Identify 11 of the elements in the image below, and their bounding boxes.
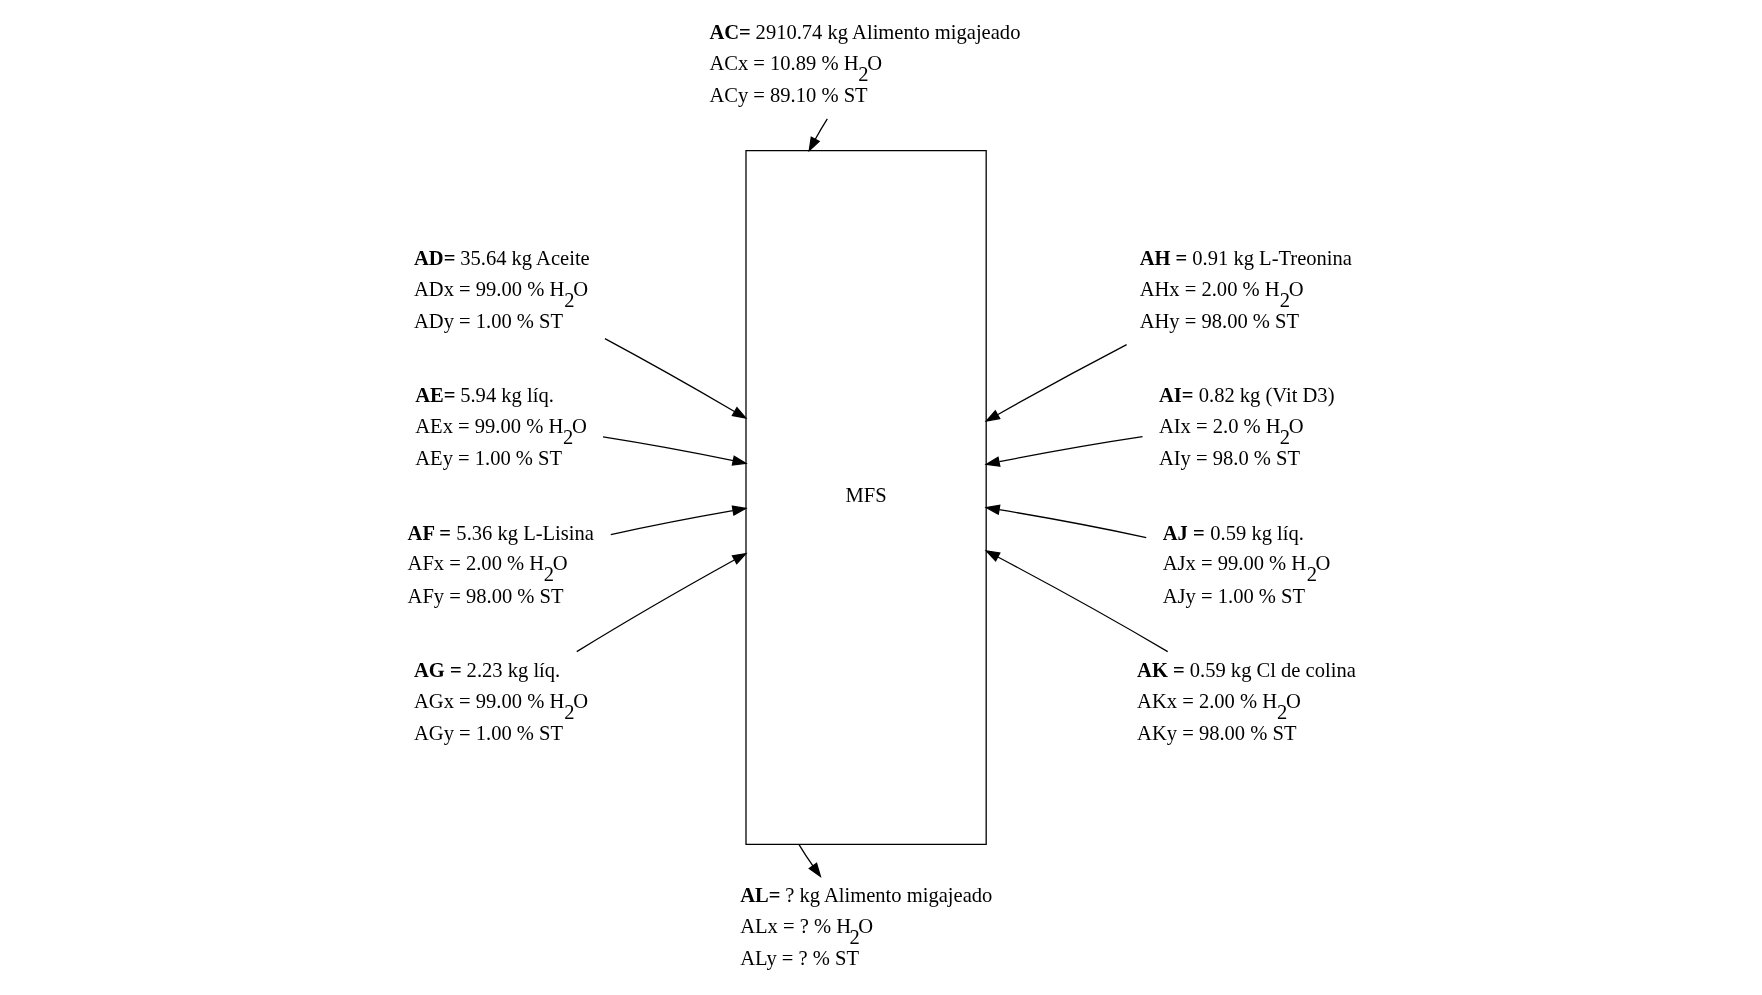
node-box: MFS — [744, 150, 987, 845]
arrow — [609, 505, 748, 536]
arrow — [603, 338, 747, 420]
arrow — [984, 344, 1127, 422]
arrow — [983, 504, 1147, 539]
arrow — [807, 118, 828, 153]
arrow — [601, 436, 748, 466]
arrow — [575, 552, 747, 653]
arrow — [984, 550, 1168, 653]
arrow — [983, 436, 1143, 467]
arrow — [797, 843, 822, 878]
